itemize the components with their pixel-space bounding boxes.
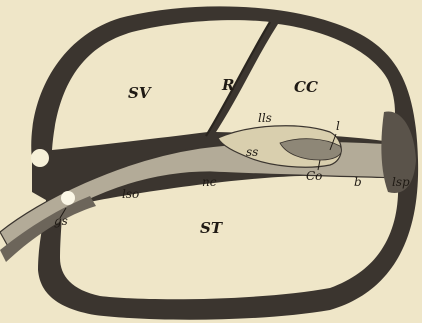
label-co: Co bbox=[306, 170, 322, 182]
label-b: b bbox=[354, 176, 362, 188]
left-bright-spot bbox=[31, 149, 49, 167]
label-ss: ss bbox=[246, 146, 258, 158]
label-lsp: lsp bbox=[392, 176, 410, 188]
spiral-ganglion-spot bbox=[61, 191, 75, 205]
label-nc: nc bbox=[202, 176, 216, 188]
label-cc: CC bbox=[294, 80, 318, 95]
label-gs: gs bbox=[54, 215, 68, 227]
label-lso: lso bbox=[122, 188, 139, 200]
label-lls: lls bbox=[258, 112, 272, 124]
label-sv: SV bbox=[128, 86, 150, 101]
label-r: R bbox=[222, 78, 234, 93]
label-l: l bbox=[336, 120, 340, 132]
label-st: ST bbox=[200, 221, 222, 236]
